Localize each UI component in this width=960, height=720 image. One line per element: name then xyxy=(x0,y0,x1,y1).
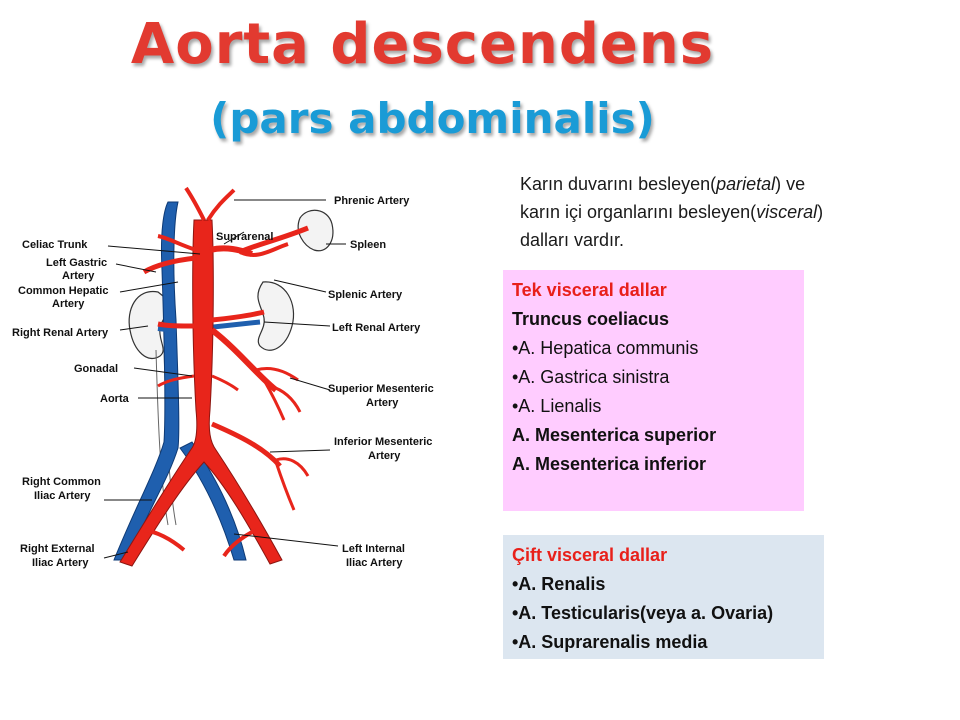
list-item: •A. Hepatica communis xyxy=(512,338,699,358)
intro-line1b: ) ve xyxy=(775,174,806,194)
left-kidney xyxy=(257,281,295,351)
list-item: A. Mesenterica superior xyxy=(512,425,717,445)
right-renal-line xyxy=(157,321,195,329)
label-right-common-1: Right Common xyxy=(22,476,101,488)
label-gonadal: Gonadal xyxy=(74,363,118,375)
page-title: Aorta descendens xyxy=(130,12,715,77)
intro-em-visceral: visceral xyxy=(756,202,818,222)
intro-line2b: ) xyxy=(817,202,824,222)
intro-line3: dalları vardır. xyxy=(520,230,625,250)
single-box-subheading: Truncus coeliacus xyxy=(512,309,670,329)
label-left-gastric-1: Left Gastric xyxy=(46,257,107,269)
label-left-gastric-2: Artery xyxy=(62,270,95,282)
intro-line1a: Karın duvarını besleyen( xyxy=(520,174,717,194)
single-box-heading: Tek visceral dallar xyxy=(512,280,667,300)
list-item: •A. Renalis xyxy=(512,574,606,594)
label-inferior-mes-1: Inferior Mesenteric xyxy=(334,436,432,448)
label-left-internal-1: Left Internal xyxy=(342,543,405,555)
label-left-renal: Left Renal Artery xyxy=(332,322,421,334)
intro-text: Karın duvarını besleyen(parietal) ve kar… xyxy=(520,170,940,254)
left-renal-line xyxy=(211,309,265,323)
aorta-trunk xyxy=(119,219,283,567)
label-right-renal: Right Renal Artery xyxy=(12,327,109,339)
pair-box-heading: Çift visceral dallar xyxy=(512,545,668,565)
aorta-diagram: Phrenic Artery Suprarenal Spleen Celiac … xyxy=(12,186,434,569)
label-splenic: Splenic Artery xyxy=(328,289,403,301)
label-suprarenal: Suprarenal xyxy=(216,231,273,243)
intro-em-parietal: parietal xyxy=(716,174,776,194)
list-item: A. Mesenterica inferior xyxy=(512,454,707,474)
label-inferior-mes-2: Artery xyxy=(368,450,401,462)
list-item: •A. Gastrica sinistra xyxy=(512,367,670,387)
label-common-hepatic-1: Common Hepatic xyxy=(18,285,108,297)
list-item: •A. Lienalis xyxy=(512,396,602,416)
list-item: •A. Suprarenalis media xyxy=(512,632,708,652)
label-right-external-2: Iliac Artery xyxy=(32,557,89,569)
label-superior-mes-1: Superior Mesenteric xyxy=(328,383,434,395)
label-right-common-2: Iliac Artery xyxy=(34,490,91,502)
paired-visceral-box: Çift visceral dallar •A. Renalis •A. Tes… xyxy=(503,535,824,659)
label-spleen: Spleen xyxy=(350,239,386,251)
single-visceral-box: Tek visceral dallar Truncus coeliacus •A… xyxy=(503,270,804,511)
label-superior-mes-2: Artery xyxy=(366,397,399,409)
spleen-shape xyxy=(297,209,334,252)
label-phrenic: Phrenic Artery xyxy=(334,195,410,207)
label-celiac: Celiac Trunk xyxy=(22,239,88,251)
label-right-external-1: Right External xyxy=(20,543,95,555)
label-left-internal-2: Iliac Artery xyxy=(346,557,403,569)
intro-line2a: karın içi organlarını besleyen( xyxy=(520,202,757,222)
list-item: •A. Testicularis(veya a. Ovaria) xyxy=(512,603,774,623)
vena-cava xyxy=(113,201,180,561)
label-aorta: Aorta xyxy=(100,393,130,405)
page-subtitle: (pars abdominalis) xyxy=(210,94,655,143)
label-common-hepatic-2: Artery xyxy=(52,298,85,310)
